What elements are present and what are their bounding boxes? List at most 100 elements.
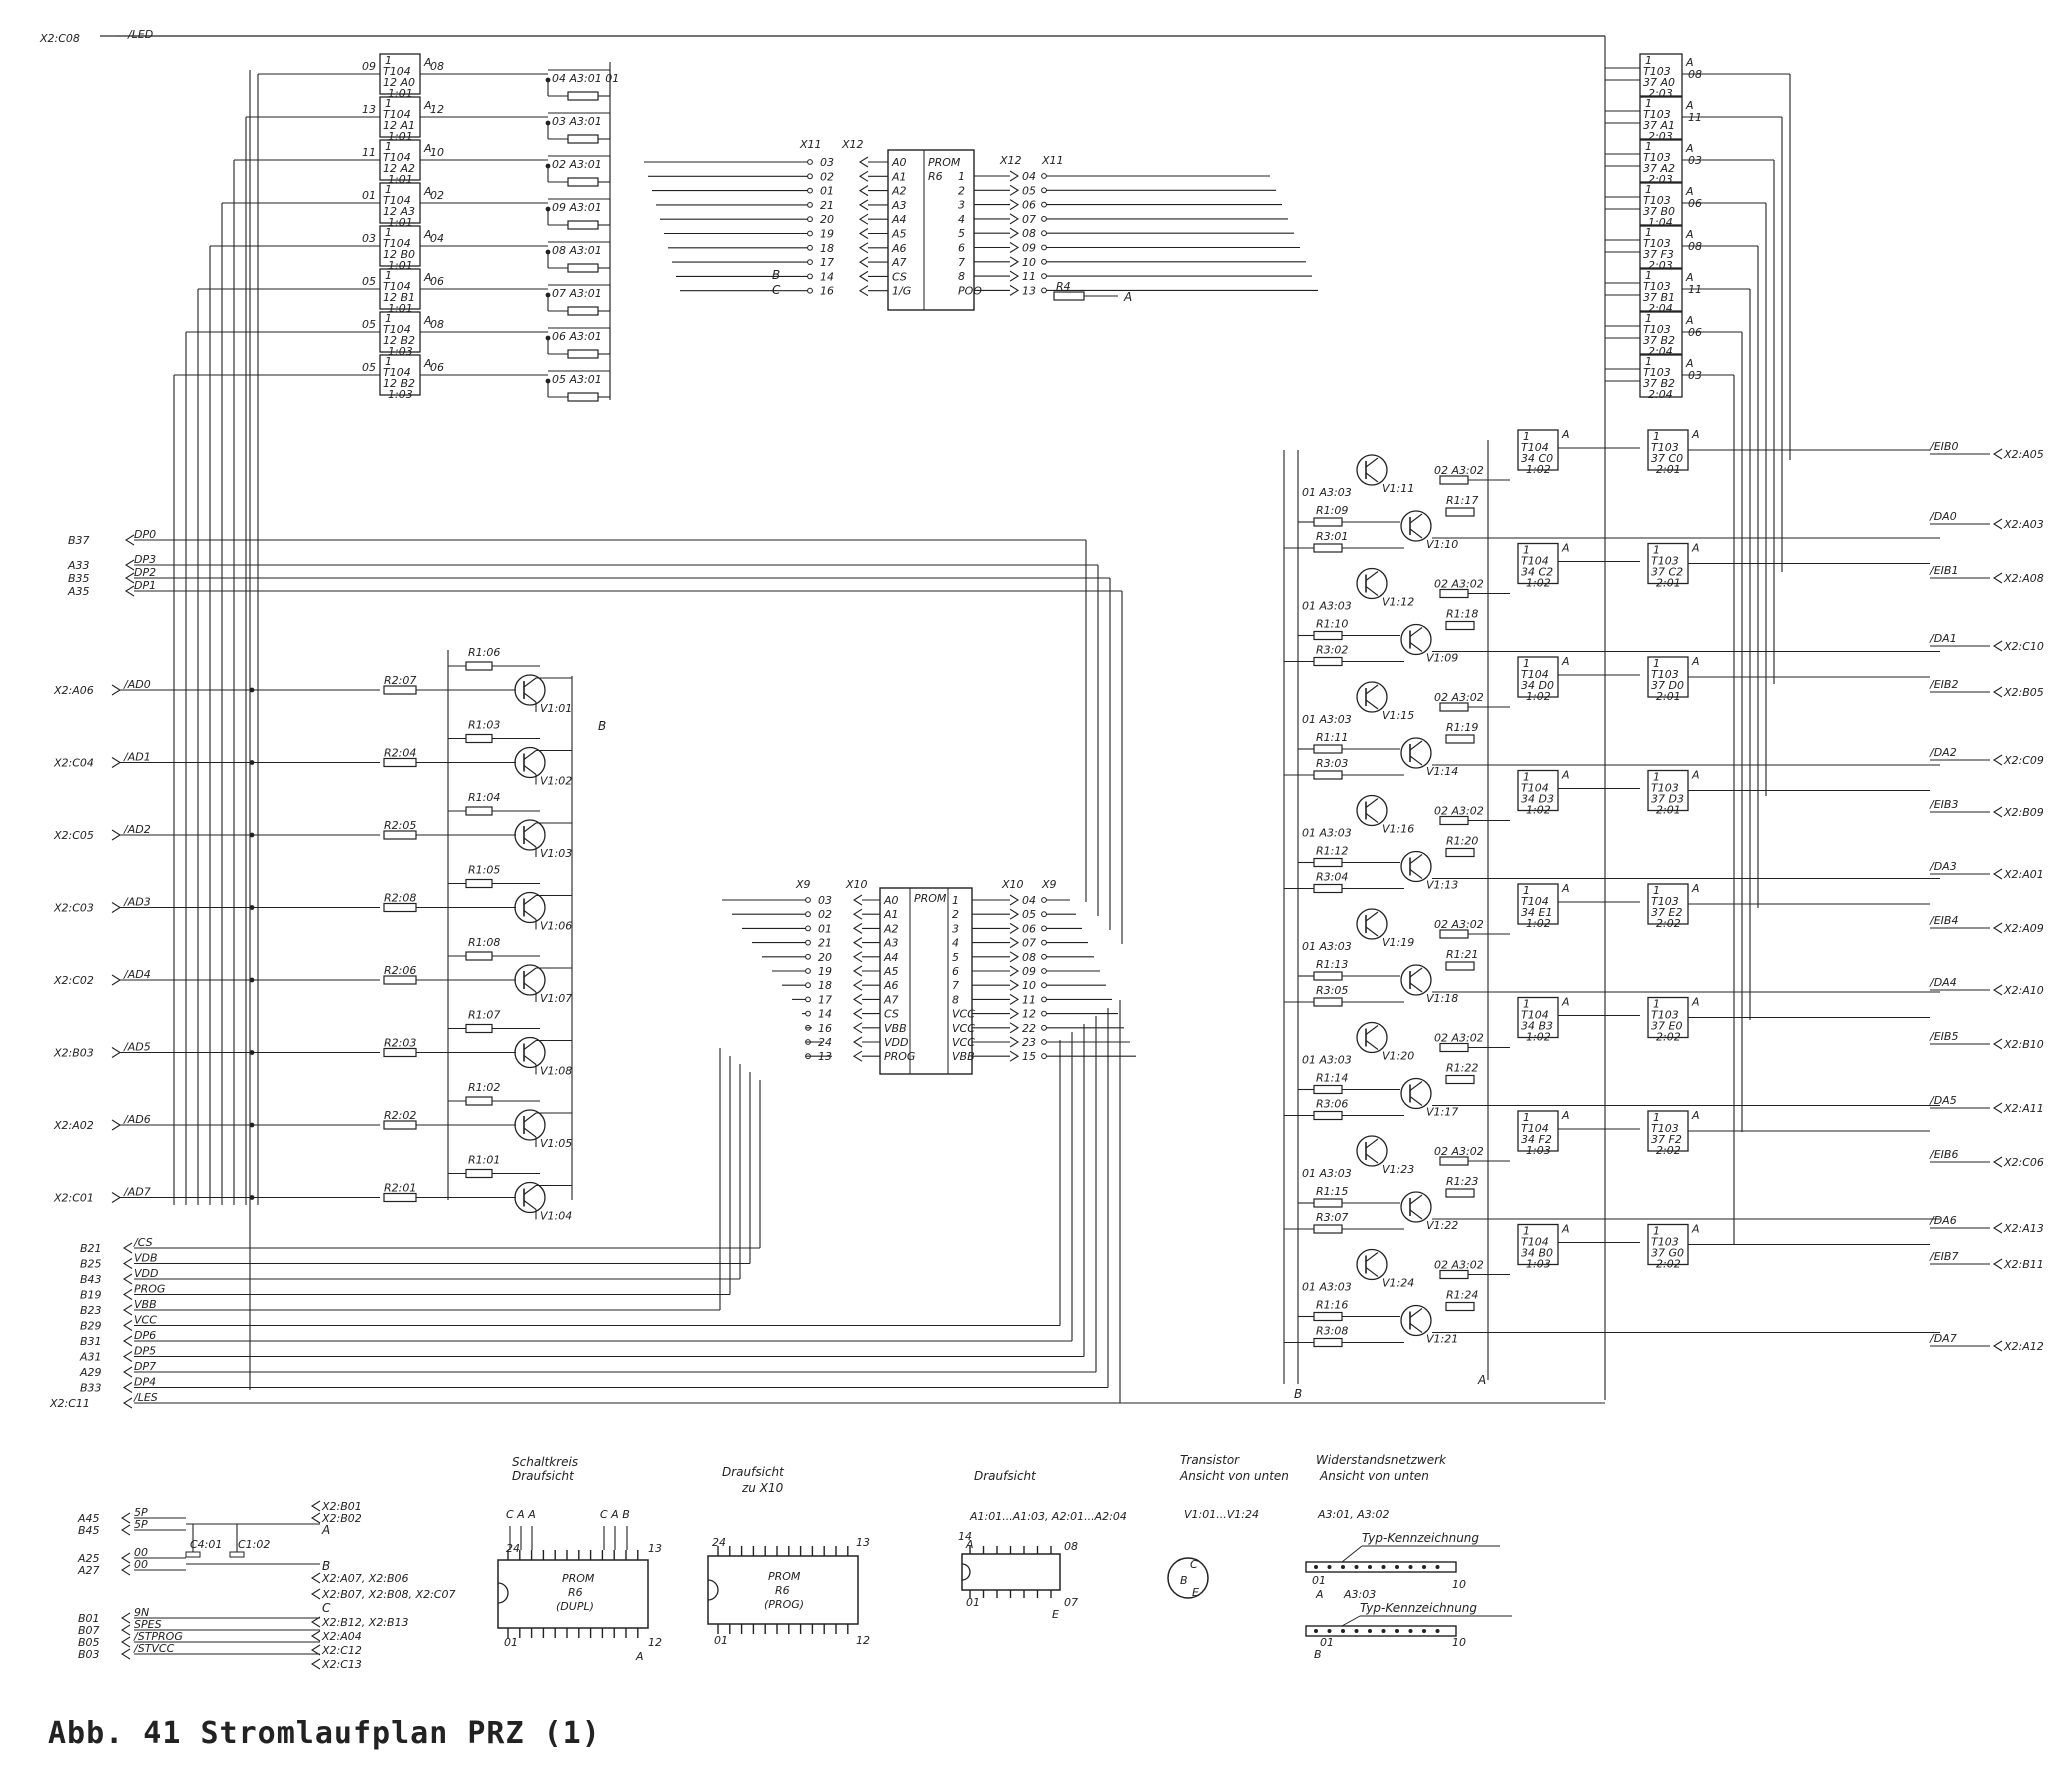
prom-mid-output-label: 5 (952, 951, 959, 964)
power-right-label: X2:B12, X2:B13 (321, 1616, 409, 1629)
power-cap-2-label: C1:02 (238, 1538, 270, 1551)
gate-left-out: 10 (430, 146, 444, 159)
power-arrow (120, 1612, 131, 1624)
ad-dot (249, 1122, 255, 1128)
prom-mid-output-arrow (1009, 979, 1020, 991)
driver-t1-5: V1:20 (1356, 1021, 1414, 1063)
power-right-arrow (310, 1616, 321, 1628)
prom-top-input-arrow (858, 256, 869, 268)
prom-top-x11-pin: 20 (820, 213, 834, 226)
ad-dot (249, 905, 255, 910)
resistor-top-6 (567, 349, 599, 359)
ad-r2 (383, 757, 417, 768)
legend-prom-prog-3: (PROG) (764, 1598, 804, 1611)
driver-rc (1445, 734, 1475, 744)
transistor-body (514, 746, 546, 779)
prom-mid-x9-ring (805, 953, 811, 960)
gate-type: T103 (1643, 280, 1671, 293)
resistor-top-label: 04 A3:01 01 (552, 72, 619, 85)
transistor-label: V1:02 (540, 775, 572, 788)
transistor-collector (523, 1040, 537, 1050)
gate-type: T103 (1651, 1009, 1679, 1022)
prom-top-output-label: 5 (958, 227, 965, 240)
resistor-top-7 (567, 392, 599, 402)
gate-position: 34 C2 (1521, 566, 1553, 579)
output-name: /EIB1 (1929, 564, 1958, 577)
legend-prom-dupl-3: (DUPL) (556, 1600, 594, 1613)
ad-transistor-1: V1:02 (514, 746, 572, 788)
bus-top-name: DP2 (134, 566, 156, 579)
legend-prom-prog-1: PROM (768, 1570, 801, 1583)
driver-g104-a: A (1561, 1223, 1570, 1236)
prom-mid-output-label: VBB (952, 1050, 975, 1063)
prom-mid-output-label: 8 (952, 993, 959, 1006)
power-right-label: X2:A07, X2:B06 (321, 1572, 409, 1585)
output-arrow (1992, 984, 2003, 996)
prom-mid-x9-ring (805, 911, 811, 918)
legend-prom-prog-pin-13: 13 (856, 1536, 870, 1549)
transistor-body (1356, 1135, 1388, 1167)
prom-mid-x10-ring (1041, 968, 1047, 974)
gate-type: T103 (1643, 65, 1671, 78)
bus-bottom-pin: B33 (80, 1382, 102, 1395)
transistor-emitter (1409, 528, 1423, 539)
power-cap-1 (185, 1551, 201, 1558)
prom-mid: PROM A003A102A201A321A420A519A618A717CS1… (722, 878, 1136, 1075)
gate-position: 34 C0 (1521, 452, 1553, 465)
prom-mid-input-label: A1 (883, 908, 899, 921)
gate-left-in: 03 (362, 232, 376, 245)
gate-position: 37 A0 (1643, 76, 1675, 89)
gate-sheet: 1:02 (1526, 1031, 1551, 1044)
prom-top-output-label: POO (958, 284, 982, 297)
output-connector: X2:A10 (2003, 984, 2044, 997)
driver-rb (1313, 1110, 1343, 1121)
prom-top-output-arrow (1009, 270, 1020, 282)
resistor-top-dot (545, 292, 551, 298)
gate-position: 37 C0 (1651, 452, 1683, 465)
gate-type: T104 (1521, 895, 1549, 908)
gate-sheet: 2:01 (1656, 577, 1681, 590)
gate-sheet: 1:03 (388, 388, 413, 401)
driver-net-label: 02 A3:02 (1434, 1259, 1484, 1272)
gate-left-a: A (423, 99, 432, 112)
transistor-emitter (1409, 642, 1423, 652)
resistor-top-1 (567, 134, 599, 144)
output-arrow (1992, 1038, 2003, 1050)
driver-g103-a: A (1691, 1223, 1700, 1236)
transistor-label: V1:22 (1426, 1219, 1458, 1232)
ad-arrow (111, 757, 122, 768)
bus-bottom-arrow (122, 1289, 133, 1300)
driver-ra-label: R1:13 (1316, 958, 1348, 971)
prom-top-input-arrow (858, 156, 869, 168)
ad-r1-label: R1:02 (468, 1081, 500, 1094)
bus-top-pin: B35 (68, 572, 90, 585)
transistor-label: V1:09 (1426, 652, 1458, 665)
gate-body (1639, 96, 1683, 140)
power-pin: B05 (78, 1636, 100, 1649)
transistor-body (1356, 794, 1388, 827)
prom-top-x11-pin: 14 (820, 270, 834, 283)
gate-position: 37 B2 (1643, 377, 1675, 390)
transistor-emitter (523, 910, 537, 920)
prom-mid-output-arrow (1009, 951, 1020, 963)
bus-bottom-arrow (122, 1273, 133, 1285)
prom-mid-input-arrow (852, 922, 863, 934)
output-connector: X2:A13 (2003, 1222, 2044, 1235)
legend-prom-prog-2: R6 (775, 1584, 790, 1597)
gate-symbol: 1 (1523, 998, 1530, 1011)
ad-r2-label: R2:01 (384, 1182, 416, 1195)
gate-right-a: A (1685, 357, 1694, 370)
prom-mid-input-label: A5 (883, 965, 899, 978)
prom-mid-input-label: A7 (883, 993, 899, 1006)
output-connector: X2:B10 (2003, 1038, 2044, 1051)
transistor-label: V1:16 (1382, 823, 1414, 836)
power-pin: A45 (77, 1512, 100, 1525)
prom-top-x12-ring (1041, 201, 1047, 208)
gate-sheet: 1:03 (1526, 1258, 1551, 1271)
gate-body (1517, 1110, 1559, 1152)
legend-net-2-dot (1354, 1629, 1359, 1633)
prom-mid-output-arrow (1009, 993, 1020, 1005)
ad-arrow (111, 829, 122, 841)
